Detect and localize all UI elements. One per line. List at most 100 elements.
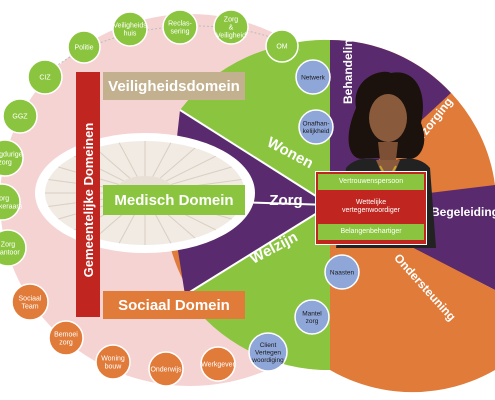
wheel-spoke (118, 209, 138, 244)
bubble-label: Netwerk (301, 74, 326, 81)
bubble-circle (248, 332, 288, 372)
bubble-label: Team (21, 303, 38, 310)
bubble-label: Client (260, 342, 277, 349)
bubble-label: Mantel (302, 311, 322, 318)
bubble-circle (265, 29, 299, 63)
role-vertrouwenspersoon: Vertrouwenspersoon (318, 174, 424, 190)
bubble-label: Veiligheid (216, 32, 246, 39)
medisch-label: Medisch Domein (114, 192, 233, 209)
bubble-label: Werkgever (201, 361, 235, 368)
green-bubble: Politie (67, 30, 101, 64)
bubble-circle (67, 30, 101, 64)
bubble-label: GGZ (12, 113, 28, 120)
bubble-label: Onafhan- (302, 121, 329, 128)
bubble-label: Veiligheids (113, 22, 147, 29)
bubble-circle (0, 139, 24, 177)
bubble-circle (112, 11, 148, 47)
wheel-spoke (152, 142, 172, 177)
bubble-label: Zorg (1, 241, 16, 248)
bubble-label: OM (276, 43, 287, 50)
bubble-label: woordiging (251, 357, 284, 364)
bubble-circle (213, 9, 249, 45)
blue-bubble: Onafhan-kelijkheid (298, 109, 334, 145)
bubble-label: Reclas- (168, 20, 192, 27)
blue-bubble: Naasten (324, 254, 360, 290)
bubble-label: Zorg (0, 195, 9, 202)
bubble-label: Vertegen (255, 349, 281, 356)
bubble-label: bouw (105, 363, 123, 370)
bubble-label: kantoor (0, 249, 20, 256)
bubble-circle (0, 229, 27, 267)
green-bubble: Langdurigezorg (0, 139, 24, 177)
gemeentelijke-bar (76, 72, 100, 317)
bubble-label: Politie (74, 44, 93, 51)
sector-zorg-label: Zorg (269, 192, 302, 209)
ring-begeleiding-label: Begeleiding (431, 205, 495, 219)
wheel-spoke (159, 147, 196, 179)
ring-segment-ondersteuning (330, 205, 495, 393)
bubble-label: Sociaal (19, 295, 42, 302)
bubble-label: zorg (0, 159, 12, 166)
bubble-label: CIZ (39, 74, 51, 81)
bubble-label: Woning (101, 355, 125, 362)
bubble-circle (0, 183, 21, 221)
sociaal-box (103, 291, 245, 319)
role-belangenbehartiger: Belangenbehartiger (318, 224, 424, 240)
bubble-circle (48, 320, 84, 356)
green-bubble: Zorgkantoor (0, 229, 27, 267)
veiligheid-label: Veiligheidsdomein (108, 78, 240, 95)
bubble-label: Bemoei (54, 331, 78, 338)
bubble-circle (295, 59, 331, 95)
bubble-circle (11, 283, 49, 321)
bubble-label: zorg (59, 339, 73, 346)
sector-welzijn (185, 205, 330, 371)
bubble-label: kelijkheid (303, 128, 330, 135)
orange-bubble: Onderwijs (148, 351, 184, 387)
green-bubble: OM (265, 29, 299, 63)
orange-bubble: Werkgever (200, 346, 236, 382)
green-bubble: Zorg&Veiligheid (213, 9, 249, 45)
bubble-label: zorg (306, 318, 319, 325)
wheel-spoke (165, 155, 216, 182)
bubble-label: & (229, 24, 234, 31)
wheel-spoke (94, 147, 131, 179)
green-bubble: Zorgverzekeraars (0, 183, 23, 221)
roles-box: Vertrouwenspersoon Wettelijke vertegenwo… (315, 171, 427, 245)
green-bubble: GGZ (2, 98, 38, 134)
bubble-circle (294, 299, 330, 335)
bubble-circle (27, 59, 63, 95)
ring-behandeling-label: Behandeling (341, 32, 355, 104)
wheel-spoke (152, 209, 172, 244)
bubble-label: sering (170, 28, 189, 35)
bubble-circle (200, 346, 236, 382)
blue-bubble: Netwerk (295, 59, 331, 95)
bubble-label: Naasten (330, 269, 355, 276)
wheel-spoke (170, 166, 232, 185)
wheel-spoke (118, 142, 138, 177)
bubble-circle (2, 98, 38, 134)
bubble-label: verzekeraars (0, 203, 23, 210)
role-wettelijke-vertegenwoordiger: Wettelijke vertegenwoordiger (318, 194, 424, 220)
bubble-circle (324, 254, 360, 290)
bubble-label: Onderwijs (150, 366, 182, 373)
bubble-circle (162, 9, 198, 45)
green-bubble: CIZ (27, 59, 63, 95)
medisch-box (103, 185, 245, 215)
veiligheid-box (103, 72, 245, 100)
bubble-label: Langdurige (0, 151, 23, 158)
bubble-label: Zorg (224, 16, 239, 23)
green-bubble: Reclas-sering (162, 9, 198, 45)
bubble-circle (298, 109, 334, 145)
sociaal-label: Sociaal Domein (118, 297, 230, 314)
gemeentelijke-label: Gemeentelijke Domeinen (81, 123, 96, 278)
bubble-label: huis (124, 30, 137, 37)
bubble-circle (148, 351, 184, 387)
bubble-circle (95, 344, 131, 380)
